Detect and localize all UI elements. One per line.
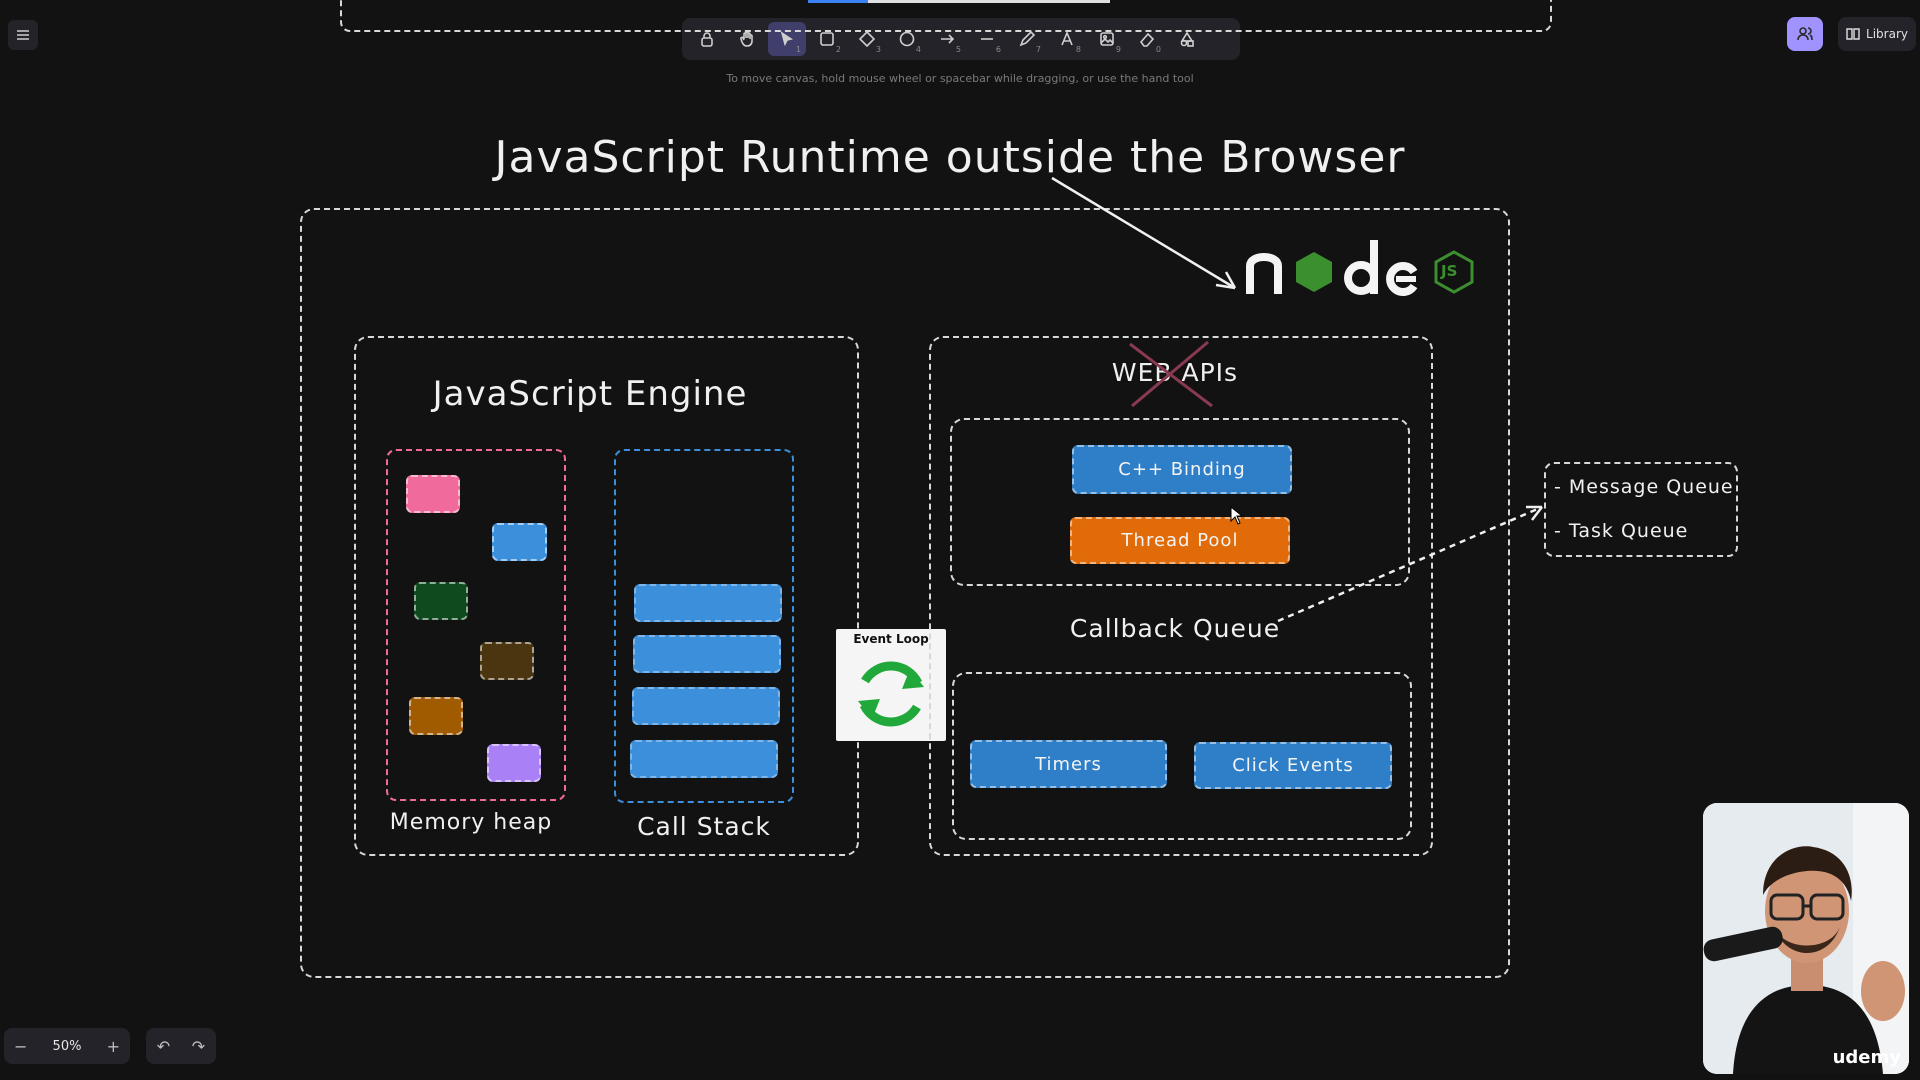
- heap-block[interactable]: [406, 475, 460, 513]
- image-tool[interactable]: 9: [1088, 22, 1126, 56]
- hand-tool[interactable]: [728, 22, 766, 56]
- extra-tools-button[interactable]: [1168, 22, 1206, 56]
- call-stack-box[interactable]: [614, 449, 794, 803]
- line-icon: [981, 38, 993, 40]
- pointer-icon: [780, 31, 793, 47]
- events-frame[interactable]: [952, 672, 1412, 840]
- stack-frame[interactable]: [633, 635, 781, 673]
- book-icon: [1846, 28, 1860, 40]
- timers-block[interactable]: Timers: [970, 740, 1167, 788]
- diagram-title[interactable]: JavaScript Runtime outside the Browser: [494, 132, 1406, 183]
- engine-title[interactable]: JavaScript Engine: [432, 374, 748, 414]
- heap-block[interactable]: [492, 523, 547, 561]
- collaborate-button[interactable]: [1787, 17, 1823, 51]
- stack-frame[interactable]: [634, 584, 782, 622]
- eraser-icon: [1139, 32, 1155, 47]
- nodejs-logo-mark: [1246, 240, 1474, 296]
- library-label: Library: [1866, 27, 1908, 41]
- heap-block[interactable]: [487, 744, 541, 782]
- hand-icon: [740, 31, 753, 47]
- eraser-tool[interactable]: 0: [1128, 22, 1166, 56]
- shapes-icon: [1180, 31, 1194, 47]
- stack-frame[interactable]: [632, 687, 780, 725]
- hamburger-icon: [17, 30, 29, 40]
- rectangle-tool[interactable]: 2: [808, 22, 846, 56]
- image-icon: [1100, 32, 1114, 46]
- heap-block[interactable]: [409, 697, 463, 735]
- text-icon: [1061, 30, 1073, 46]
- runtime-frame[interactable]: [300, 208, 1510, 978]
- mouse-cursor-icon: [1230, 506, 1244, 525]
- callback-to-queue-arrow[interactable]: [1270, 495, 1560, 635]
- redo-icon[interactable]: ↷: [191, 1036, 206, 1056]
- history-controls: ↶ ↷: [146, 1028, 216, 1064]
- web-apis-frame[interactable]: [929, 336, 1433, 856]
- diamond-icon: [858, 30, 876, 48]
- callback-queue-label[interactable]: Callback Queue: [1069, 614, 1281, 643]
- engine-frame[interactable]: [354, 336, 859, 856]
- js-badge-label: JS: [1441, 262, 1458, 280]
- users-icon: [1797, 27, 1813, 41]
- cpp-binding-block[interactable]: C++ Binding: [1072, 445, 1292, 494]
- selection-highlight: [808, 0, 1110, 3]
- memory-heap-label[interactable]: Memory heap: [389, 810, 553, 835]
- zoom-in-button[interactable]: +: [106, 1036, 120, 1056]
- frame-above: [340, 0, 1552, 32]
- heap-block[interactable]: [480, 642, 534, 680]
- rectangle-icon: [820, 32, 834, 46]
- title-to-node-arrow[interactable]: [1040, 170, 1250, 300]
- queue-note-box[interactable]: [1544, 462, 1738, 557]
- lock-icon: [701, 32, 713, 47]
- main-menu-button[interactable]: [8, 20, 38, 50]
- zoom-controls: − 50% +: [4, 1028, 130, 1064]
- memory-heap-box[interactable]: [386, 449, 566, 801]
- canvas-hint: To move canvas, hold mouse wheel or spac…: [726, 72, 1194, 85]
- web-apis-title[interactable]: WEB APIs: [1111, 358, 1239, 387]
- zoom-level[interactable]: 50%: [52, 1038, 82, 1054]
- thread-pool-block[interactable]: Thread Pool: [1070, 517, 1290, 564]
- click-events-block[interactable]: Click Events: [1194, 742, 1392, 789]
- udemy-watermark: udemy: [1832, 1047, 1901, 1068]
- library-button[interactable]: Library: [1838, 17, 1916, 51]
- heap-block[interactable]: [414, 582, 468, 620]
- circle-icon: [899, 31, 915, 47]
- lock-tool[interactable]: [688, 22, 726, 56]
- refresh-cycle-icon: [858, 661, 924, 727]
- undo-icon[interactable]: ↶: [156, 1036, 171, 1056]
- selection-highlight-accent: [808, 0, 868, 3]
- diamond-tool[interactable]: 3: [848, 22, 886, 56]
- ellipse-tool[interactable]: 4: [888, 22, 926, 56]
- task-queue-note[interactable]: - Task Queue: [1554, 520, 1689, 542]
- arrow-tool[interactable]: 5: [928, 22, 966, 56]
- line-tool[interactable]: 6: [968, 22, 1006, 56]
- bindings-frame[interactable]: [950, 418, 1410, 586]
- selection-tool[interactable]: 1: [768, 22, 806, 56]
- event-loop-image[interactable]: Event Loop: [836, 629, 946, 741]
- call-stack-label[interactable]: Call Stack: [637, 812, 771, 841]
- instructor-figure: [1703, 803, 1909, 1074]
- arrow-right-icon: [941, 34, 955, 44]
- zoom-out-button[interactable]: −: [14, 1036, 28, 1056]
- text-tool[interactable]: 8: [1048, 22, 1086, 56]
- pencil-icon: [1019, 30, 1036, 47]
- stack-frame[interactable]: [630, 740, 778, 778]
- nodejs-logo[interactable]: JS: [1246, 232, 1476, 302]
- drawing-toolbar: 1 2 3 4 5 6 7 8 9 0: [682, 18, 1240, 60]
- draw-tool[interactable]: 7: [1008, 22, 1046, 56]
- message-queue-note[interactable]: - Message Queue: [1554, 476, 1734, 498]
- strikethrough-cross[interactable]: [1120, 336, 1220, 410]
- instructor-webcam: udemy: [1703, 803, 1909, 1074]
- event-loop-label: Event Loop: [853, 632, 929, 646]
